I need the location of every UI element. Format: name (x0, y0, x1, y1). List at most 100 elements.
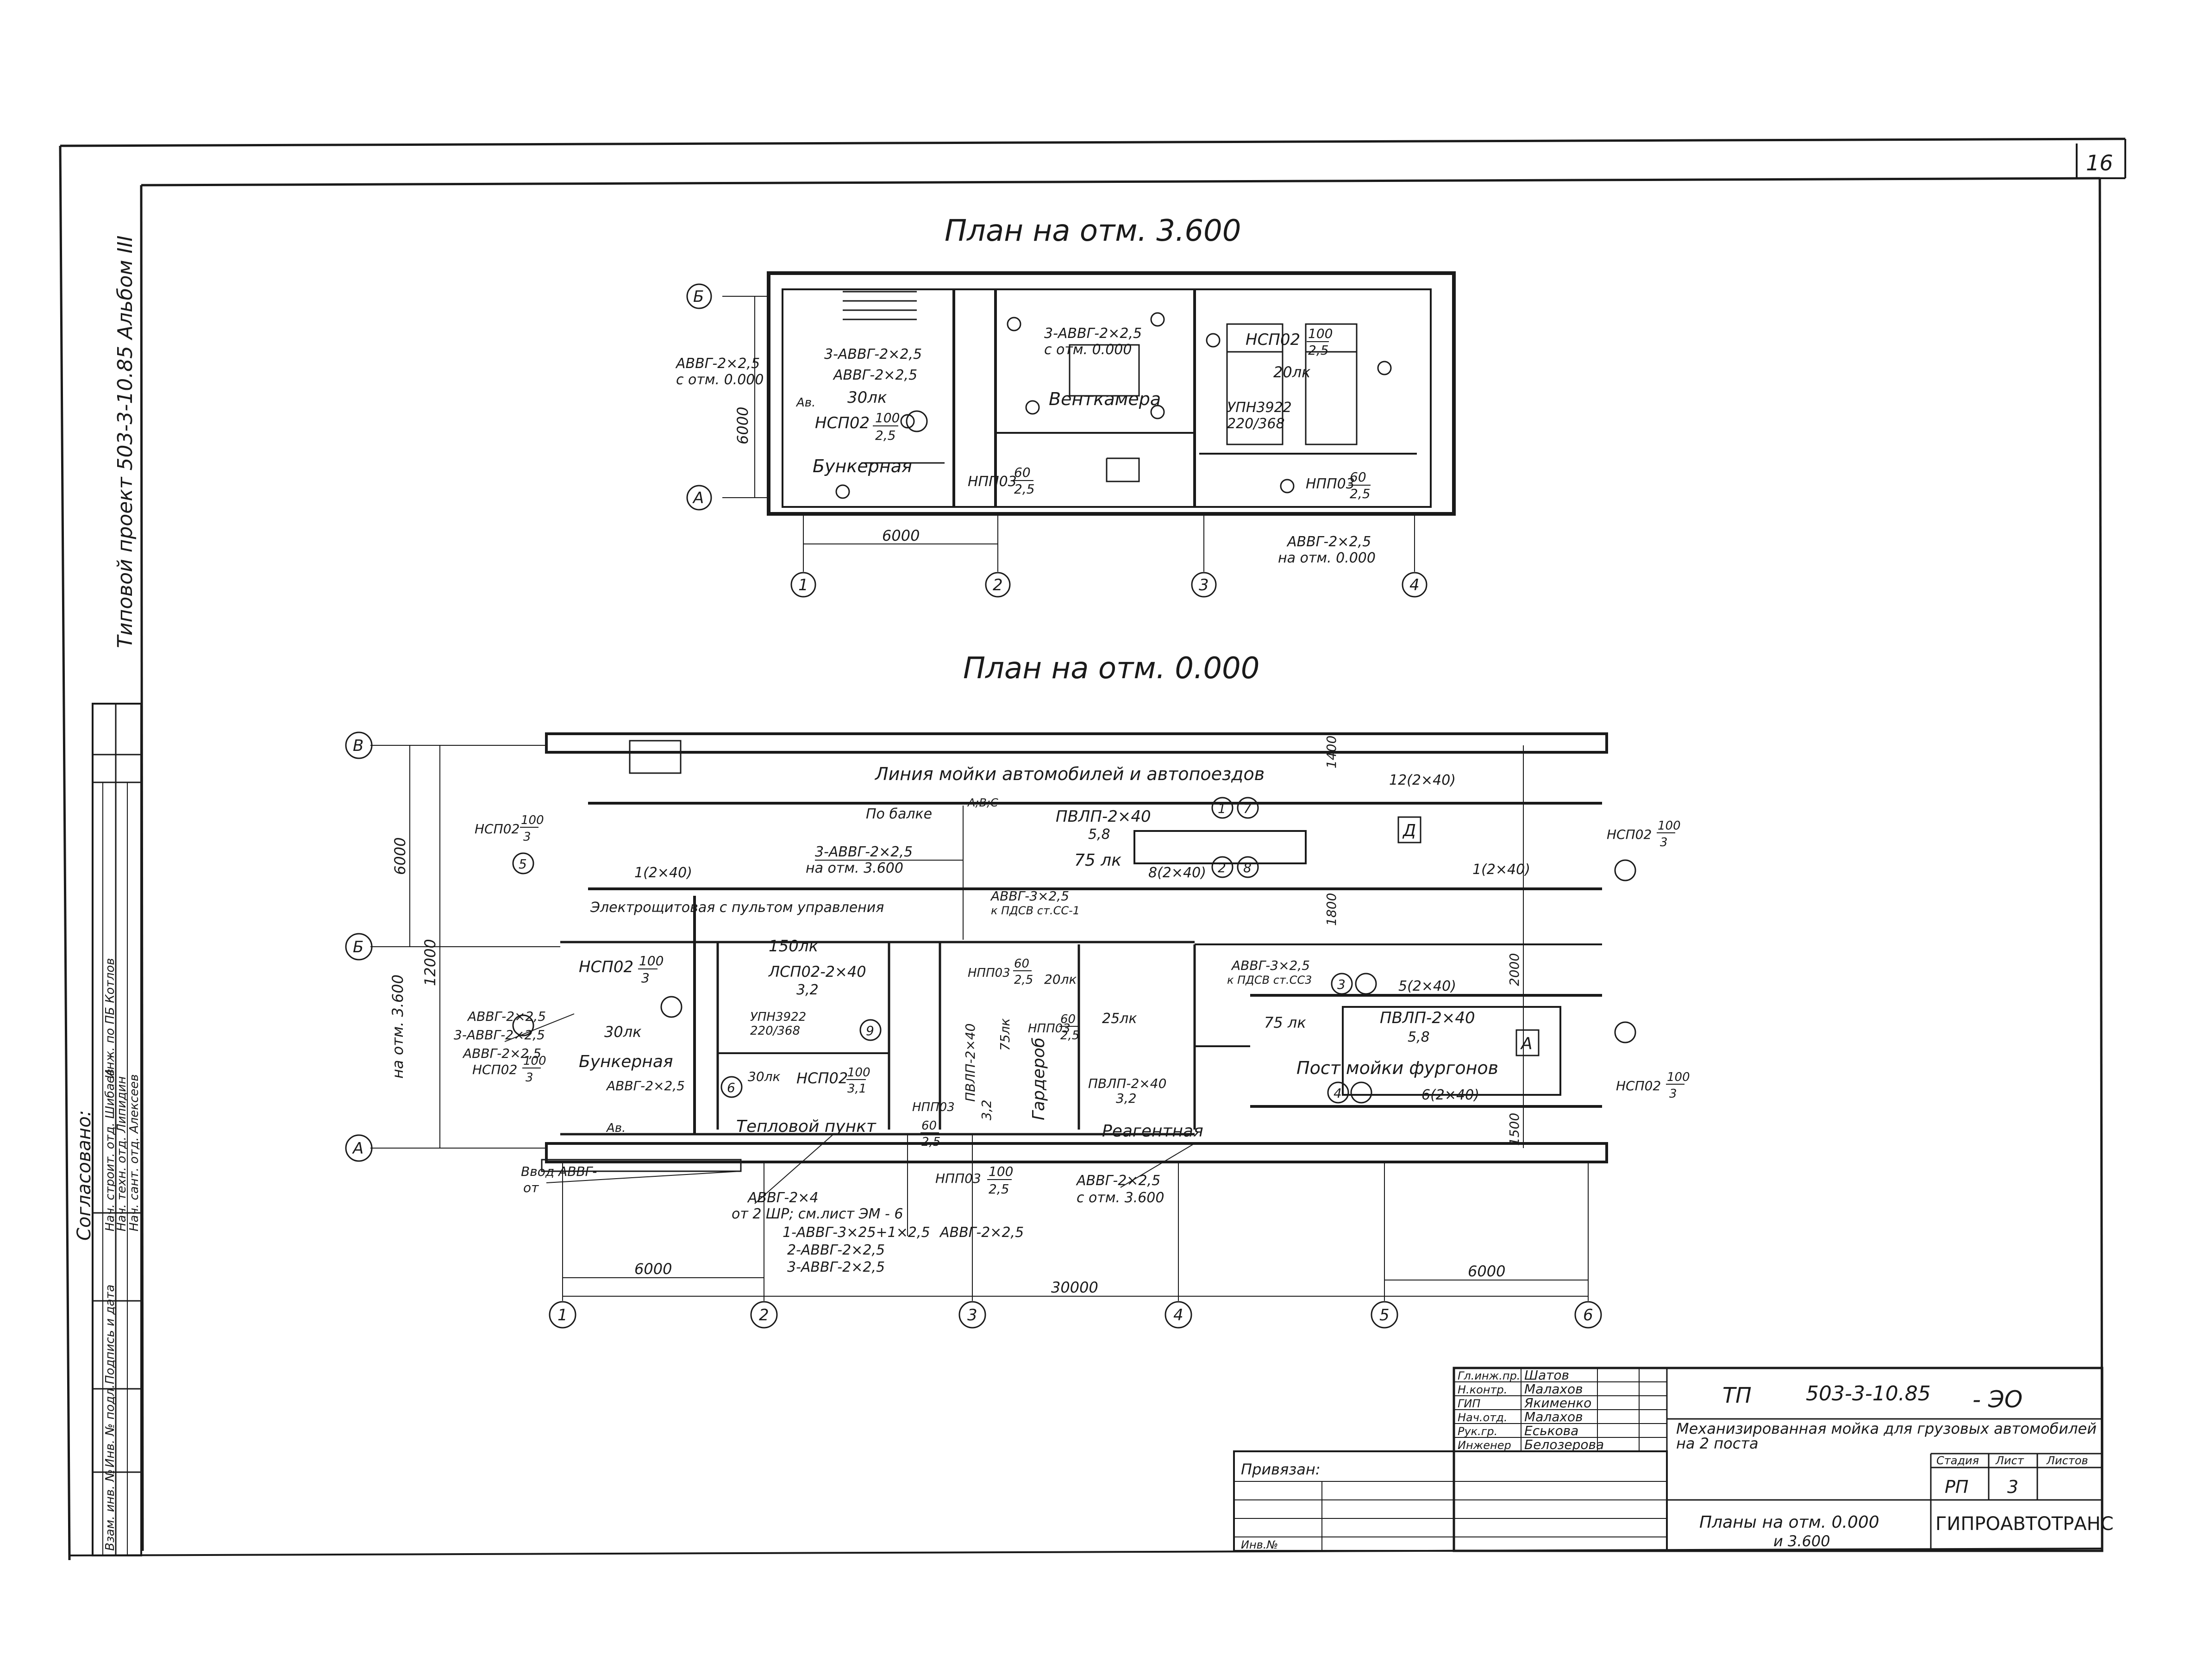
label-npp-c-num: 60 (921, 1119, 937, 1133)
upper-lamp-a: НСП02 (815, 414, 870, 432)
circle-5: 5 (519, 856, 527, 872)
label-po-balke: По балке (866, 806, 932, 822)
tb-stage: РП (1945, 1477, 1969, 1497)
label-lamp-heat-num: 100 (847, 1066, 870, 1080)
upper-axis-2: 2 (993, 576, 1003, 594)
label-top-nsp-den: 3 (523, 830, 531, 844)
lower-axes (345, 731, 1602, 1329)
label-npp-d: НПП03 (935, 1171, 981, 1186)
label-lux-75c: 75лк (997, 1018, 1013, 1051)
label-lux-20: 20лк (1044, 972, 1077, 987)
label-pvlp-c-sub: 3,2 (1116, 1091, 1137, 1106)
label-top-nsp-num: 100 (521, 813, 544, 827)
label-avvg-3x25b: АВВГ-3×2,5 (1231, 958, 1310, 973)
label-pvlp-a-sub: 5,8 (1088, 826, 1110, 843)
label-lamp-heat-den: 3,1 (847, 1082, 866, 1096)
label-pvlp-d: ПВЛП-2×40 (963, 1024, 978, 1102)
label-left-c2: 3-АВВГ-2×2,5 (454, 1027, 545, 1043)
label-pvlp-b: ПВЛП-2×40 (1380, 1009, 1475, 1027)
label-lux-25: 25лк (1102, 1011, 1137, 1027)
lower-dim-bottom-total: 30000 (1051, 1279, 1098, 1296)
stamp-row-4: Инж. по ПБ Котлов (103, 958, 117, 1079)
tb-sheet: 3 (2007, 1477, 2018, 1497)
label-npp-a: НПП03 (968, 966, 1010, 980)
stamp-soglasovano: Согласовано: (74, 1110, 95, 1241)
label-group-1a: 1(2×40) (634, 865, 692, 881)
tb-name-4: Малахов (1524, 1409, 1583, 1424)
circle-3: 3 (1337, 977, 1346, 992)
label-feed-1: 1-АВВГ-3×25+1×2,5 (783, 1224, 930, 1241)
circle-7: 7 (1243, 801, 1252, 816)
upper-cable-left: АВВГ-2×2,5 (675, 356, 760, 372)
label-ot-2shr: от 2 ШР; см.лист ЭМ - 6 (732, 1206, 903, 1222)
label-abc: А;В;С (967, 796, 998, 809)
sheet-frame (59, 137, 2126, 1561)
circle-4: 4 (1334, 1086, 1342, 1101)
left-stamp (92, 703, 142, 1556)
tb-name-2: Малахов (1524, 1381, 1583, 1397)
label-cable-3avvg: 3-АВВГ-2×2,5 (815, 844, 913, 860)
upper-lamp-a-den: 2,5 (875, 428, 896, 443)
label-right-nsp-a-den: 3 (1660, 836, 1668, 849)
tb-name-6: Белозерова (1524, 1437, 1604, 1452)
upper-plan-walls (767, 271, 1456, 516)
label-left-c1: АВВГ-2×2,5 (467, 1009, 546, 1024)
tb-role-3: ГИП (1458, 1397, 1480, 1410)
lower-circles (512, 797, 1636, 1104)
upper-lamp-a-num: 100 (875, 410, 900, 425)
upper-upn-sub: 220/368 (1227, 416, 1285, 432)
tb-sheet-title-1: Планы на отм. 0.000 (1699, 1513, 1879, 1532)
lower-dim-left-top: 6000 (391, 837, 409, 875)
label-group-5: 5(2×40) (1398, 978, 1456, 994)
lower-plan-title: План на отм. 0.000 (963, 651, 1259, 686)
lower-axis-b: Б (353, 938, 363, 956)
label-pdsv-b: к ПДСВ ст.СС3 (1227, 974, 1312, 987)
label-pvlp-d-sub: 3,2 (979, 1099, 994, 1120)
label-lux-75b: 75 лк (1264, 1014, 1306, 1031)
label-shield: Электрощитовая с пультом управления (590, 899, 884, 916)
label-npp-a-num: 60 (1014, 957, 1029, 971)
upper-npp-a-den: 2,5 (1014, 481, 1035, 497)
label-right-nsp-a-num: 100 (1658, 819, 1681, 833)
tb-org: ГИПРОАВТОТРАНС (1935, 1513, 2114, 1535)
label-group-6: 6(2×40) (1421, 1087, 1479, 1103)
lower-room-heat: Тепловой пункт (736, 1117, 877, 1136)
upper-vent-cable-sub: с отм. 0.000 (1044, 342, 1132, 358)
circle-9: 9 (866, 1023, 874, 1038)
label-lsp: ЛСП02-2×40 (768, 963, 866, 981)
upper-vent-cable: 3-АВВГ-2×2,5 (1044, 325, 1142, 342)
label-lamp-heat: НСП02 (796, 1069, 848, 1087)
label-right-nsp-a: НСП02 (1607, 827, 1652, 842)
lower-dim-left-total: 12000 (421, 939, 439, 986)
tb-role-5: Рук.гр. (1458, 1425, 1497, 1438)
lower-dim-right-d: 1500 (1507, 1113, 1522, 1146)
lower-dim-bottom-left: 6000 (634, 1260, 672, 1278)
label-lux-30b: 30лк (748, 1069, 781, 1084)
label-left-c3: АВВГ-2×2,5 (462, 1046, 541, 1061)
zone-d: Д (1402, 821, 1416, 840)
lower-axis-4: 4 (1173, 1306, 1183, 1324)
upper-dim-height: 6000 (734, 407, 751, 444)
lower-axis-2: 2 (759, 1306, 769, 1324)
sheet-number: 16 (2086, 150, 2113, 175)
side-project-text: Типовой проект 503-3-10.85 Альбом III (113, 236, 137, 648)
tb-role-2: Н.контр. (1458, 1383, 1507, 1396)
upper-lux-a: 30лк (847, 388, 887, 407)
label-feed-2: 2-АВВГ-2×2,5 (787, 1242, 885, 1258)
lower-dim-left-mark: на отм. 3.600 (389, 974, 407, 1079)
tb-role-4: Нач.отд. (1458, 1411, 1507, 1424)
label-left-nsp-num: 100 (523, 1054, 546, 1068)
label-feed-3: 3-АВВГ-2×2,5 (787, 1259, 885, 1275)
label-right-nsp-b-num: 100 (1667, 1070, 1690, 1084)
tb-name-3: Якименко (1524, 1395, 1591, 1411)
label-left-nsp: НСП02 (472, 1062, 517, 1077)
label-right-nsp-b: НСП02 (1616, 1078, 1661, 1093)
label-npp-b-num: 60 (1060, 1012, 1076, 1026)
lower-dim-bottom-right: 6000 (1468, 1262, 1505, 1280)
upper-dim-width: 6000 (882, 527, 920, 544)
upper-room-vent: Венткамера (1049, 389, 1161, 409)
stamp-row-1: Нач. строит. отд. Шибаев (103, 1069, 117, 1231)
tb-code: 503-3-10.85 (1806, 1382, 1931, 1405)
zone-a: А (1520, 1034, 1533, 1053)
tb-col-sheet: Лист (1995, 1454, 2024, 1467)
